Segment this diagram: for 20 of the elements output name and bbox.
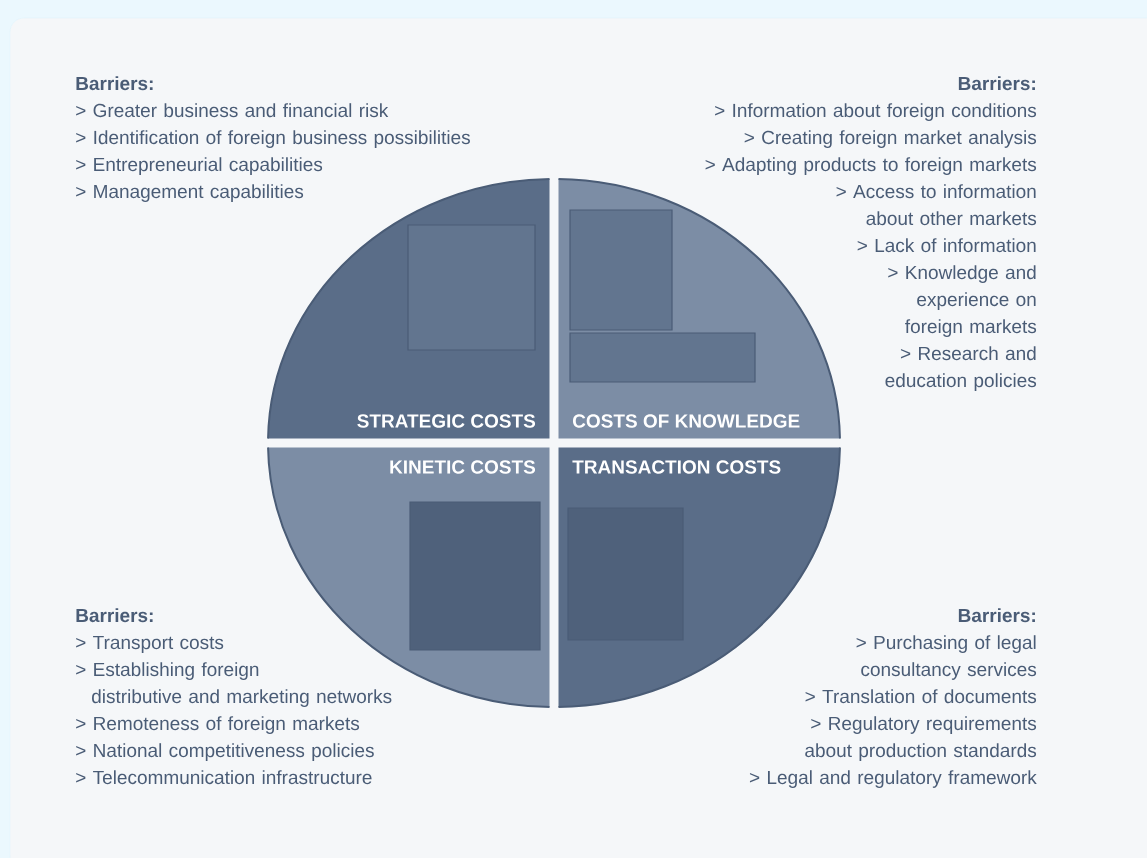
barrier-heading: Barriers:	[76, 76, 153, 91]
barrier-item: > Telecommunication infrastructure	[76, 770, 372, 785]
barrier-item: > Research and education policies	[885, 346, 1037, 391]
barrier-item: > Creating foreign market analysis	[744, 130, 1037, 148]
barrier-item: > Transport costs	[76, 635, 224, 653]
barrier-item: > Purchasing of legal consultancy services	[856, 635, 1037, 680]
barrier-heading: Barriers:	[958, 76, 1035, 91]
barrier-item: > Lack of information	[857, 238, 1036, 253]
barrier-item: > Knowledge and experience on foreign markets	[888, 265, 1037, 337]
barrier-item: > Entrepreneurial capabilities	[76, 157, 323, 175]
barrier-item: > Greater business and financial risk	[76, 103, 389, 118]
barrier-item: > Legal and regulatory framework	[749, 770, 1037, 788]
barrier-item: > Adapting products to foreign markets	[705, 157, 1037, 175]
barrier-item: > Regulatory requirements about production standards	[805, 716, 1037, 761]
barrier-heading: Barriers:	[958, 608, 1035, 623]
barrier-item: > National competitiveness policies	[76, 743, 374, 761]
barrier-item: > Information about foreign conditions	[715, 103, 1037, 121]
barrier-heading: Barriers:	[76, 608, 153, 623]
barrier-item: > Remoteness of foreign markets	[76, 716, 360, 734]
barrier-item: > Identification of foreign business possibilities	[76, 130, 470, 148]
